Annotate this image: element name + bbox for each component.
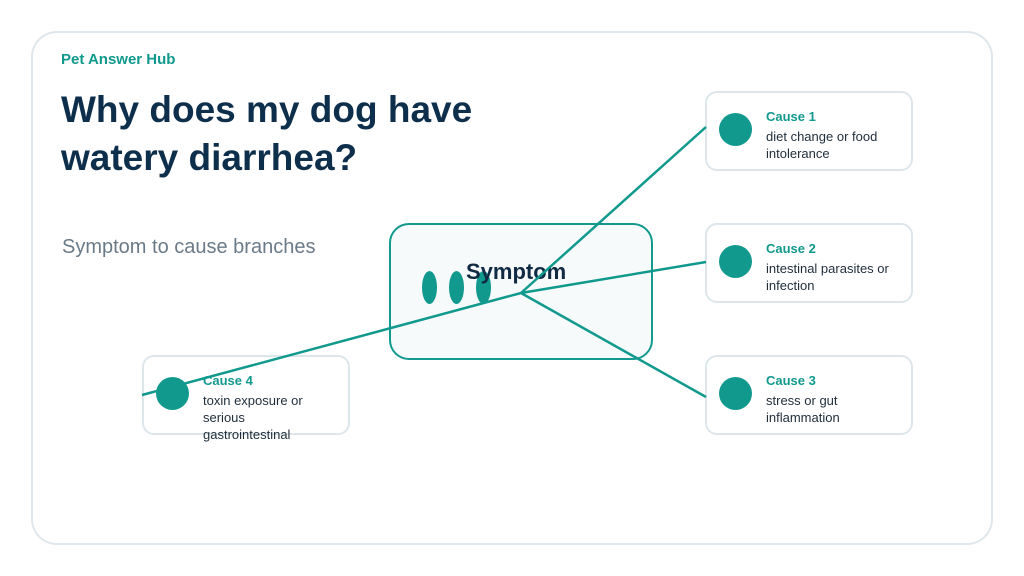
symptom-marker-1 [422,271,437,304]
cause-4-title: Cause 4 [203,373,253,388]
brand-label: Pet Answer Hub [61,51,176,68]
symptom-label: Symptom [466,259,567,284]
cause-3-text: stress or gut inflammation [766,393,840,425]
diagram-subtitle: Symptom to cause branches [62,236,316,258]
cause-1-title: Cause 1 [766,109,816,124]
cause-3-dot [719,377,752,410]
cause-2-dot [719,245,752,278]
cause-1-dot [719,113,752,146]
page-title: Why does my dog have watery diarrhea? [61,89,473,178]
cause-2-text: intestinal parasites or infection [766,261,889,293]
cause-3-title: Cause 3 [766,373,816,388]
cause-2-title: Cause 2 [766,241,816,256]
cause-1-text: diet change or food intolerance [766,129,878,161]
cause-4-text: toxin exposure or serious gastrointestin… [203,393,303,442]
symptom-marker-2 [449,271,464,304]
cause-4-dot [156,377,189,410]
